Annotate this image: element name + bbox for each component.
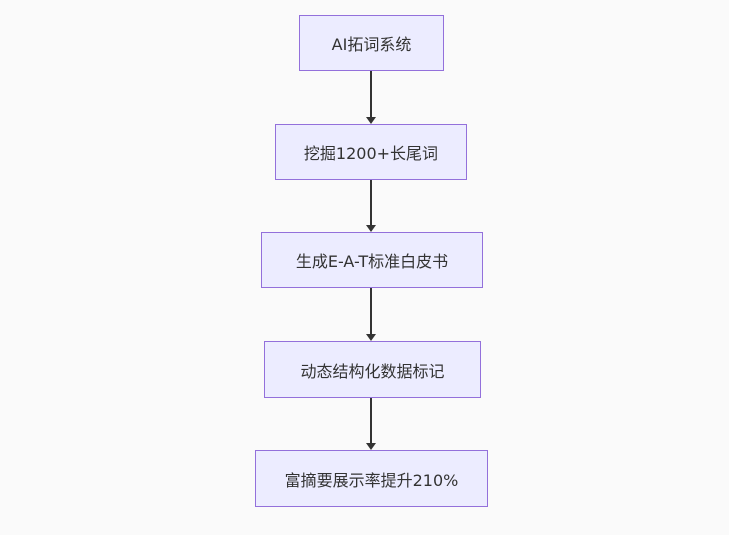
- flow-arrow-4: [370, 398, 372, 443]
- flowchart-node-ai-word-expansion-system: AI拓词系统: [299, 15, 444, 71]
- flowchart-node-generate-eat-whitepaper: 生成E-A-T标准白皮书: [261, 232, 483, 288]
- flowchart-node-rich-snippet-rate-increase: 富摘要展示率提升210%: [255, 450, 488, 507]
- node-label: 动态结构化数据标记: [300, 361, 445, 381]
- node-label: 富摘要展示率提升210%: [284, 470, 459, 490]
- flowchart-node-dynamic-structured-data-markup: 动态结构化数据标记: [264, 341, 481, 398]
- node-label: AI拓词系统: [331, 35, 412, 54]
- flow-arrow-1: [370, 71, 372, 117]
- flowchart-node-mine-longtail-keywords: 挖掘1200+长尾词: [275, 124, 467, 180]
- flow-arrow-3: [370, 288, 372, 334]
- flow-arrow-2: [370, 180, 372, 225]
- node-label: 生成E-A-T标准白皮书: [295, 252, 449, 271]
- node-label: 挖掘1200+长尾词: [303, 144, 439, 163]
